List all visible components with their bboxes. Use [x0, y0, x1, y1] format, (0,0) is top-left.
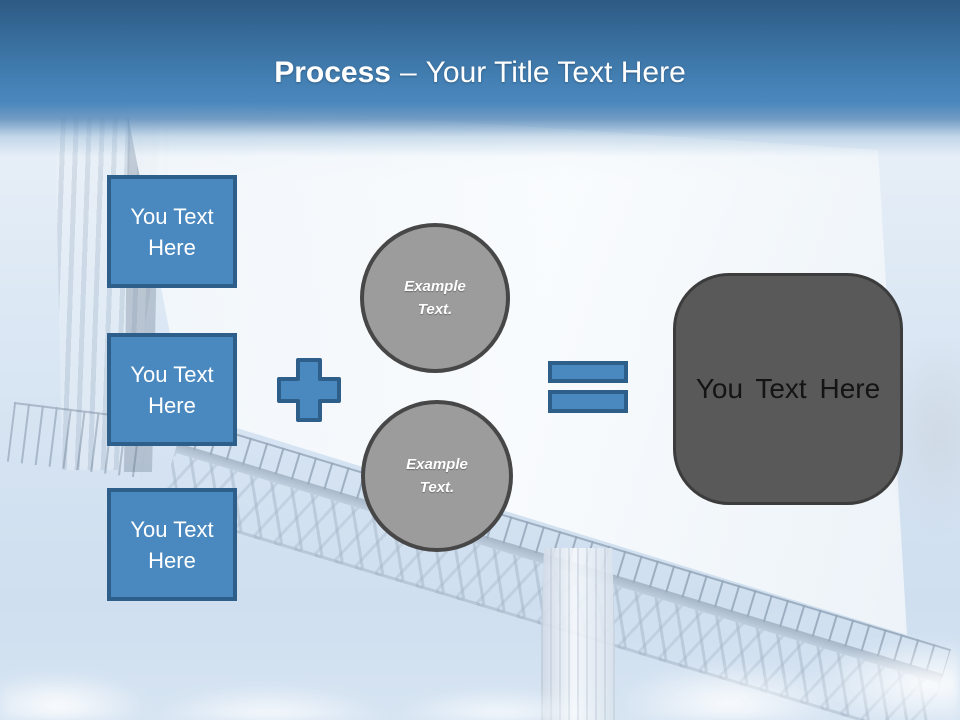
example-circle-2[interactable]: Example Text.: [361, 400, 513, 552]
text-box-1[interactable]: You Text Here: [107, 175, 237, 288]
result-box[interactable]: You Text Here: [673, 273, 903, 505]
text-box-3-label: You Text Here: [130, 516, 214, 573]
example-circle-2-label: Example Text.: [406, 456, 468, 496]
slide-title[interactable]: Process–Your Title Text Here: [0, 0, 960, 90]
title-text: Your Title Text Here: [425, 56, 686, 89]
example-circle-1-label: Example Text.: [404, 278, 466, 318]
text-box-2-label: You Text Here: [130, 361, 214, 418]
clouds-bottom: [0, 625, 960, 720]
equals-icon[interactable]: [548, 361, 628, 413]
example-circle-1[interactable]: Example Text.: [360, 223, 510, 373]
title-keyword: Process: [274, 56, 391, 89]
plus-icon[interactable]: [277, 358, 341, 422]
result-box-label: You Text Here: [695, 373, 881, 404]
text-box-3[interactable]: You Text Here: [107, 488, 237, 601]
title-dash: –: [399, 56, 417, 89]
text-box-2[interactable]: You Text Here: [107, 333, 237, 446]
text-box-1-label: You Text Here: [130, 203, 214, 260]
slide-header: Process–Your Title Text Here: [0, 0, 960, 180]
